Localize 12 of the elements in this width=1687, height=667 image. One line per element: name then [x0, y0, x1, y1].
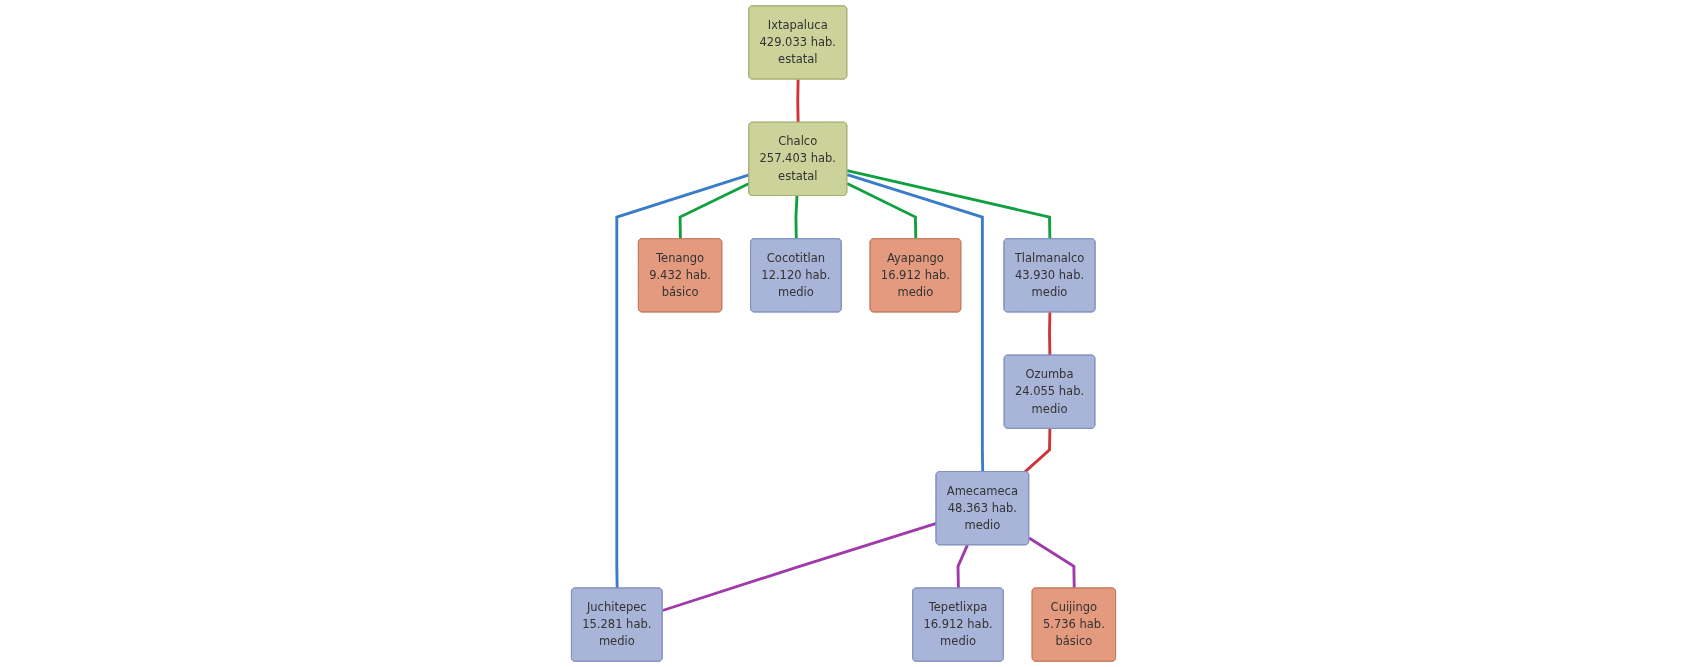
connector — [615, 173, 750, 589]
connector — [846, 182, 918, 239]
connector — [846, 169, 1052, 239]
connector — [846, 173, 985, 472]
connector — [1048, 312, 1052, 356]
connector — [662, 521, 937, 612]
connector — [956, 544, 969, 589]
connector — [678, 182, 750, 239]
connector — [794, 195, 799, 239]
connector — [1024, 428, 1052, 473]
connector — [1028, 536, 1076, 589]
connector — [796, 79, 800, 123]
